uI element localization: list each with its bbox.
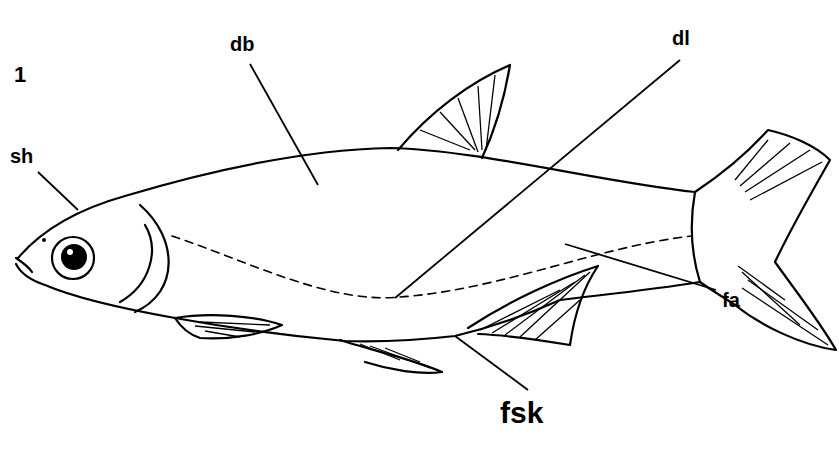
part-label: sh	[10, 146, 33, 166]
part-label: fa	[722, 290, 740, 310]
figure-number: 1	[14, 64, 26, 86]
part-label: dl	[672, 28, 690, 48]
part-label: db	[230, 34, 254, 54]
part-label: fsk	[500, 398, 543, 428]
